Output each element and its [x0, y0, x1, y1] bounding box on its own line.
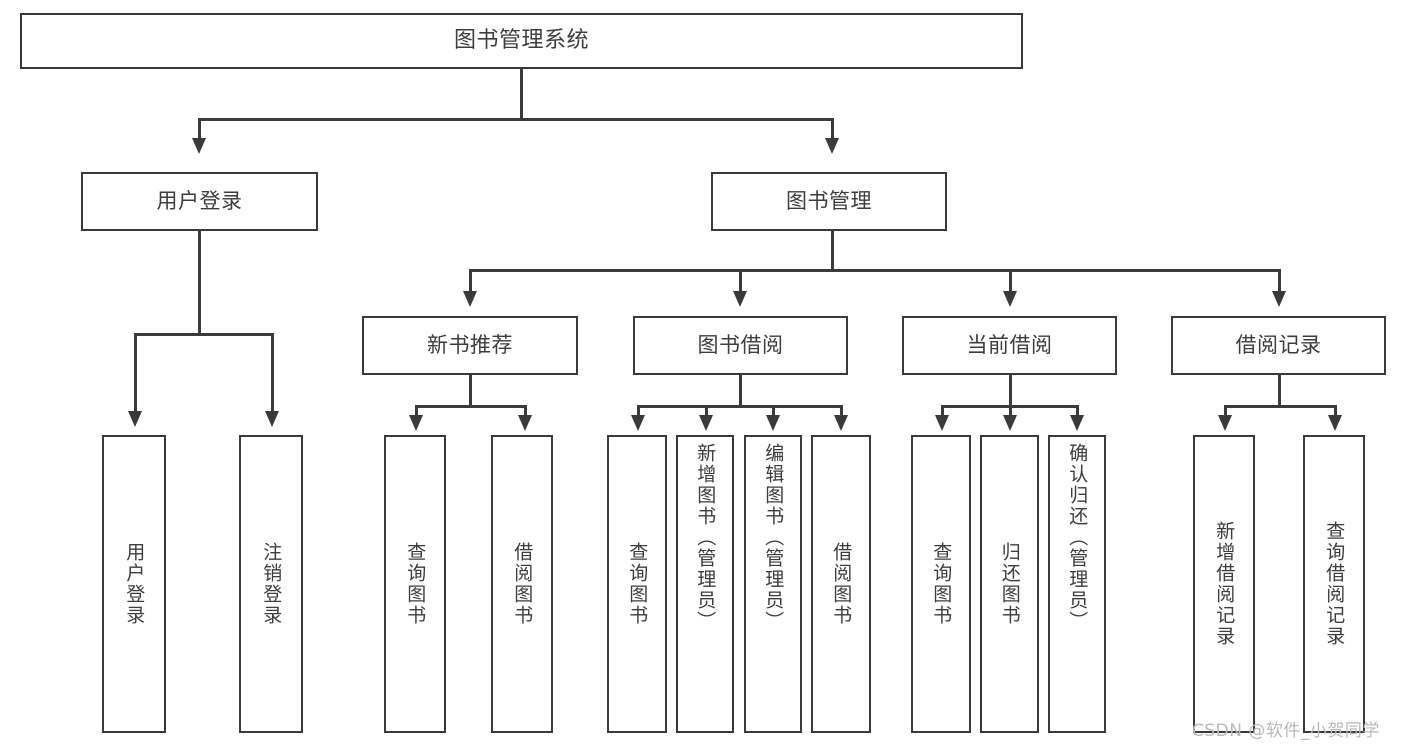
connector-user-login-stem: [198, 231, 201, 335]
connector-book-borrow-drop-1: [637, 405, 640, 417]
arrow-to-book-borrow-leaf-3: [766, 415, 780, 431]
arrow-to-book-borrow-leaf-1: [631, 415, 645, 431]
leaf-new-book-query-book[interactable]: 查询图书: [384, 435, 446, 733]
connector-level2-drop-left: [198, 118, 201, 140]
node-book-management[interactable]: 图书管理: [711, 172, 947, 231]
arrow-to-book-borrow-leaf-4: [834, 415, 848, 431]
leaf-book-borrow-borrow-book[interactable]: 借阅图书: [811, 435, 871, 733]
arrow-to-leaf-user-login: [128, 411, 142, 427]
connector-level3-drop-3: [1009, 269, 1012, 293]
leaf-new-book-borrow-book[interactable]: 借阅图书: [491, 435, 553, 733]
leaf-borrow-record-add-record[interactable]: 新增借阅记录: [1193, 435, 1255, 733]
connector-root-stem: [520, 69, 523, 119]
arrow-to-book-management: [825, 138, 839, 154]
connector-borrow-record-stem: [1278, 375, 1281, 407]
arrow-to-new-book-recommend: [463, 291, 477, 307]
arrow-to-new-book-leaf-1: [409, 415, 423, 431]
arrow-to-leaf-logout: [265, 411, 279, 427]
node-user-login[interactable]: 用户登录: [81, 172, 318, 231]
connector-borrow-record-drop-2: [1334, 405, 1337, 417]
connector-current-borrow-drop-2: [1009, 405, 1012, 417]
connector-new-book-stem: [469, 375, 472, 407]
leaf-user-login[interactable]: 用户登录: [102, 435, 166, 733]
arrow-to-current-borrow-leaf-1: [935, 415, 949, 431]
node-root-book-management-system[interactable]: 图书管理系统: [20, 13, 1023, 69]
arrow-to-current-borrow-leaf-3: [1070, 415, 1084, 431]
leaf-book-borrow-add-book-admin[interactable]: 新增图书（管理员）: [676, 435, 734, 733]
arrow-to-borrow-record-leaf-1: [1218, 415, 1232, 431]
arrow-to-current-borrow-leaf-2: [1003, 415, 1017, 431]
leaf-current-borrow-return-book[interactable]: 归还图书: [980, 435, 1039, 733]
leaf-book-borrow-edit-book-admin[interactable]: 编辑图书（管理员）: [744, 435, 802, 733]
leaf-current-borrow-confirm-return-admin[interactable]: 确认归还（管理员）: [1048, 435, 1106, 733]
connector-current-borrow-drop-1: [941, 405, 944, 417]
arrow-to-book-borrow: [733, 291, 747, 307]
arrow-to-borrow-record-leaf-2: [1328, 415, 1342, 431]
connector-book-borrow-stem: [739, 375, 742, 407]
connector-level2-bus: [198, 118, 834, 121]
connector-level3-bus: [469, 269, 1280, 272]
arrow-to-book-borrow-leaf-2: [699, 415, 713, 431]
connector-borrow-record-drop-1: [1224, 405, 1227, 417]
connector-new-book-bus: [415, 405, 526, 408]
connector-new-book-drop-2: [524, 405, 527, 417]
node-book-borrow[interactable]: 图书借阅: [633, 316, 848, 375]
connector-new-book-drop-1: [415, 405, 418, 417]
arrow-to-new-book-leaf-2: [518, 415, 532, 431]
leaf-current-borrow-query-book[interactable]: 查询图书: [911, 435, 971, 733]
connector-level3-drop-1: [469, 269, 472, 293]
node-new-book-recommend[interactable]: 新书推荐: [362, 316, 578, 375]
connector-user-login-bus: [134, 333, 273, 336]
connector-book-borrow-drop-3: [772, 405, 775, 417]
arrow-to-current-borrow: [1003, 291, 1017, 307]
leaf-borrow-record-query-record[interactable]: 查询借阅记录: [1303, 435, 1365, 733]
connector-book-management-stem: [831, 231, 834, 271]
connector-current-borrow-drop-3: [1076, 405, 1079, 417]
connector-user-login-drop-2: [271, 333, 274, 413]
node-current-borrow[interactable]: 当前借阅: [902, 316, 1117, 375]
connector-book-borrow-drop-2: [705, 405, 708, 417]
leaf-logout[interactable]: 注销登录: [239, 435, 303, 733]
connector-current-borrow-stem: [1009, 375, 1012, 407]
arrow-to-borrow-record: [1272, 291, 1286, 307]
connector-level3-drop-4: [1278, 269, 1281, 293]
arrow-to-user-login: [192, 138, 206, 154]
connector-user-login-drop-1: [134, 333, 137, 413]
connector-level2-drop-right: [831, 118, 834, 140]
node-borrow-record[interactable]: 借阅记录: [1171, 316, 1386, 375]
connector-borrow-record-bus: [1224, 405, 1336, 408]
connector-book-borrow-bus: [637, 405, 842, 408]
connector-level3-drop-2: [739, 269, 742, 293]
connector-book-borrow-drop-4: [840, 405, 843, 417]
leaf-book-borrow-query-book[interactable]: 查询图书: [607, 435, 667, 733]
